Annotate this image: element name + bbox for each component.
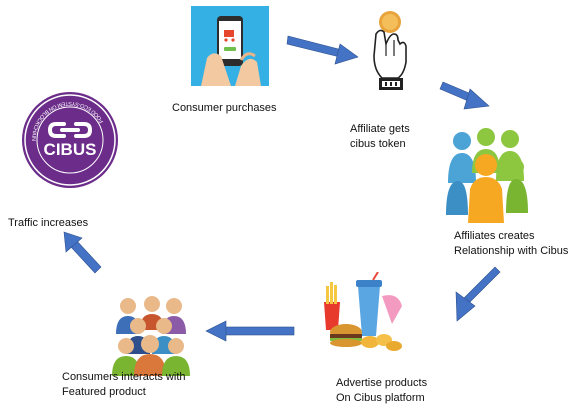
cibus-logo-text: CIBUS: [44, 140, 97, 159]
arrow-affiliates-to-advertise: [455, 266, 501, 322]
consumers-interact-label: Consumers interacts with Featured produc…: [62, 371, 186, 398]
consumer-purchases-image: [191, 6, 269, 86]
traffic-increases-label: Traffic increases: [8, 217, 89, 229]
advertise-products-label: Advertise products On Cibus platform: [336, 377, 428, 404]
consumers-group-image: [108, 294, 196, 376]
advertise-food-image: [318, 271, 408, 354]
arrow-token-to-affiliates: [439, 81, 490, 110]
arrow-consumers-to-traffic: [63, 231, 102, 274]
affiliate-token-label: Affiliate gets cibus token: [350, 123, 410, 150]
affiliates-relationship-label: Affiliates creates Relationship with Cib…: [454, 230, 569, 257]
affiliate-token-image: [346, 4, 434, 100]
arrow-advertise-to-consumers: [205, 320, 295, 342]
affiliates-group-image: [444, 123, 532, 223]
arrow-purchase-to-token: [286, 35, 359, 65]
consumer-purchases-label: Consumer purchases: [172, 102, 277, 114]
cibus-logo: CIBUS FOOD ECO-SYSTEM ON BLOCKCHAIN: [20, 90, 120, 190]
